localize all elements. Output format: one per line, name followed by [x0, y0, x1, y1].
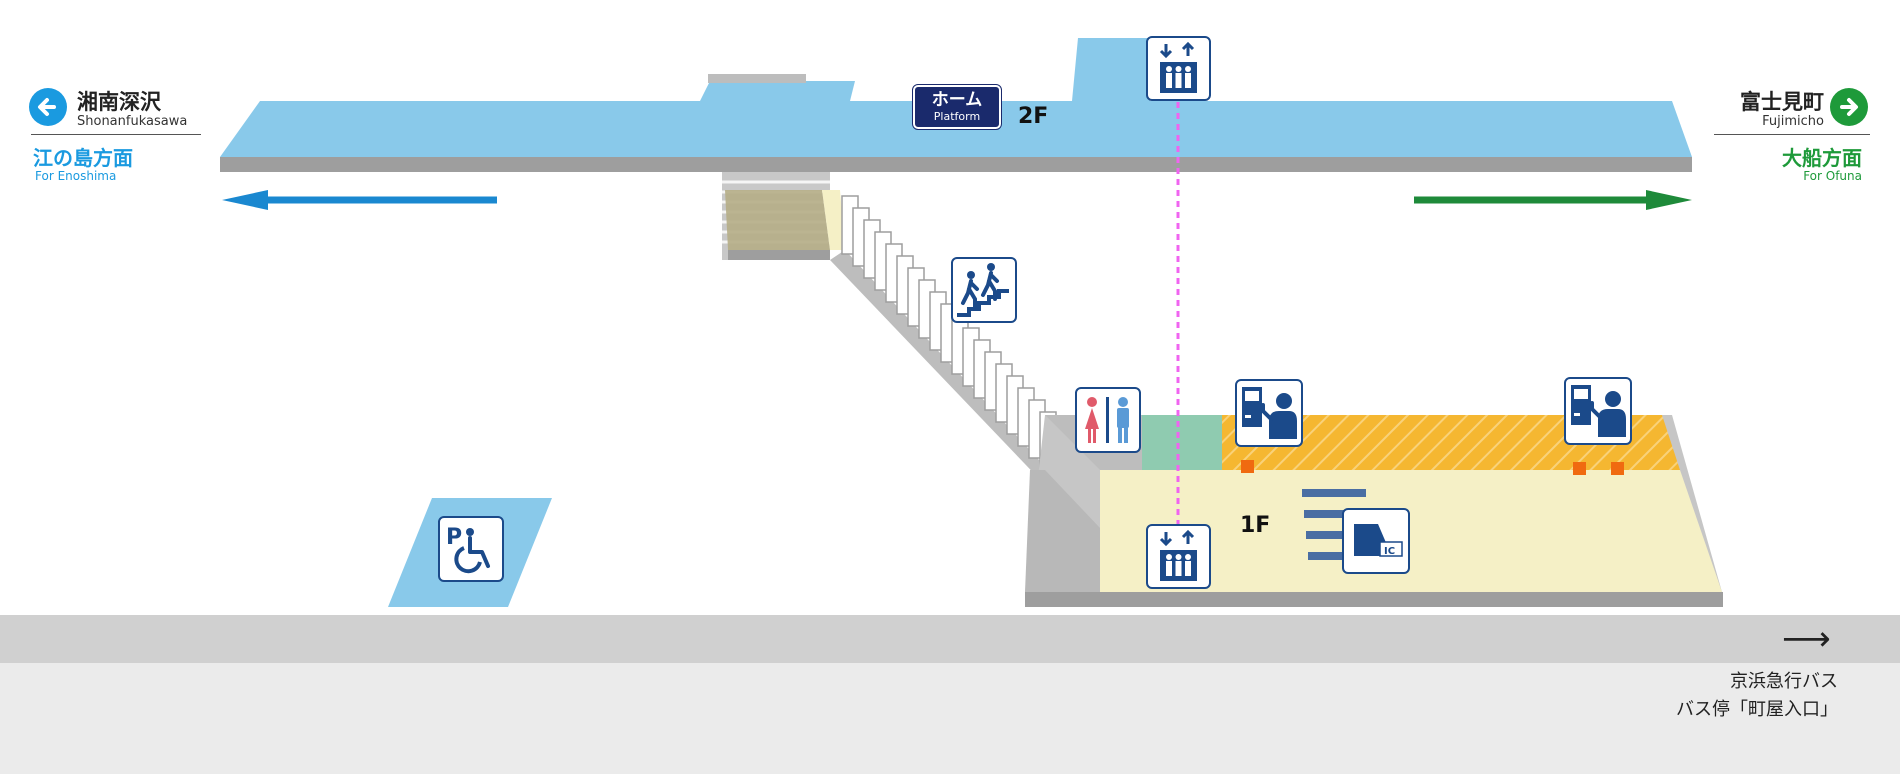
bus-direction-arrow: ⟶	[1782, 619, 1831, 659]
left-direction-arrowhead	[222, 190, 268, 210]
left-station-romaji: Shonanfukasawa	[77, 114, 188, 129]
bus-stop-name: バス停「町屋入口」	[1676, 699, 1838, 720]
svg-text:P: P	[446, 525, 462, 550]
arrow-left-circle-icon	[29, 88, 67, 126]
left-direction-sign: 湘南深沢 Shonanfukasawa 江の島方面 For Enoshima	[29, 86, 201, 186]
gate-marker	[1573, 462, 1586, 475]
right-station-romaji: Fujimicho	[1762, 114, 1824, 129]
road	[0, 615, 1900, 663]
left-divider	[31, 134, 201, 135]
arrow-right-circle-icon	[1830, 88, 1868, 126]
bus-company: 京浜急行バス	[1730, 671, 1838, 692]
bus-info: 京浜急行バス バス停「町屋入口」	[1676, 668, 1838, 724]
stair-landing-floor	[725, 190, 830, 250]
ic-card-reader-icon: IC	[1354, 524, 1403, 557]
stairs-icon	[957, 263, 1009, 317]
floor-label-1f: 1F	[1240, 513, 1271, 538]
ic-card-reader-sign: IC	[1342, 508, 1410, 574]
accessible-parking-icon: P	[446, 525, 490, 574]
gate-marker	[1611, 462, 1624, 475]
elevator-icon	[1159, 529, 1197, 581]
right-divider	[1714, 134, 1870, 135]
ground-area	[0, 663, 1900, 774]
staircase-stringer	[830, 250, 1102, 532]
left-station-name: 湘南深沢	[77, 90, 161, 114]
gate-marker	[1241, 460, 1254, 473]
restroom-area	[1142, 415, 1222, 470]
elevator-1f[interactable]	[1146, 524, 1211, 589]
left-destination-en: For Enoshima	[35, 169, 117, 183]
platform-raised-left	[700, 81, 855, 101]
platform-edge	[220, 157, 1692, 172]
platform-bench	[708, 74, 806, 83]
accessible-parking-sign: P	[438, 516, 504, 582]
platform-elevator-hall	[1072, 38, 1150, 101]
right-destination: 大船方面	[1782, 146, 1862, 170]
stair-landing-yellow	[822, 190, 845, 250]
concourse-floor	[1100, 470, 1722, 592]
elevator-icon	[1159, 41, 1197, 93]
platform-badge: ホーム Platform	[912, 84, 1002, 130]
left-destination: 江の島方面	[33, 146, 133, 170]
elevator-2f[interactable]	[1146, 36, 1211, 101]
right-station-name: 富士見町	[1740, 90, 1824, 114]
ticket-machine-sign-2[interactable]	[1564, 377, 1632, 445]
right-direction-sign: 富士見町 Fujimicho 大船方面 For Ofuna	[1714, 86, 1870, 186]
ic-gate-lanes	[1302, 489, 1372, 560]
restroom-icon	[1085, 397, 1129, 443]
right-destination-en: For Ofuna	[1803, 169, 1862, 183]
stairs-sign	[951, 257, 1017, 323]
platform-badge-label: ホーム	[931, 90, 983, 110]
svg-text:IC: IC	[1384, 546, 1395, 557]
platform-2f	[220, 101, 1692, 157]
right-direction-arrowhead	[1646, 190, 1692, 210]
platform-badge-label-en: Platform	[933, 110, 981, 123]
restroom-sign[interactable]	[1075, 387, 1141, 453]
ticket-machine-icon	[1571, 385, 1626, 437]
ticket-machine-icon	[1242, 387, 1297, 439]
floor-label-2f: 2F	[1018, 104, 1049, 129]
ticket-machine-sign-1[interactable]	[1235, 379, 1303, 447]
concourse-edge	[1025, 592, 1723, 607]
